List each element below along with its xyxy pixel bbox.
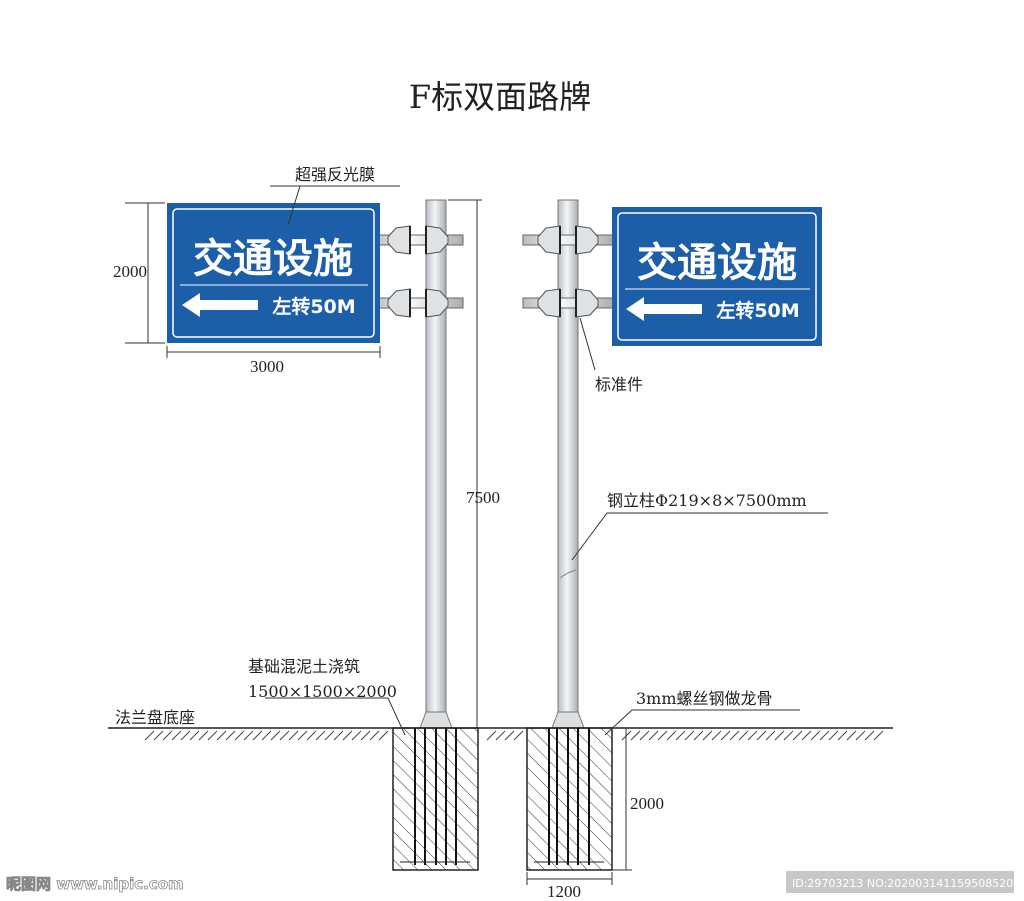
label-flange-base: 法兰盘底座 bbox=[115, 708, 195, 727]
sign-sub-text: 左转50M bbox=[716, 299, 799, 322]
sign-main-text: 交通设施 bbox=[637, 240, 797, 286]
label-rebar: 3mm螺丝钢做龙骨 bbox=[636, 689, 773, 708]
dim-sign-width: 3000 bbox=[250, 357, 284, 376]
label-reflective-film: 超强反光膜 bbox=[295, 165, 375, 184]
label-foundation: 基础混泥土浇筑 bbox=[248, 657, 360, 676]
dim-sign-height: 2000 bbox=[113, 262, 147, 281]
left-pole bbox=[425, 199, 447, 729]
left-flange bbox=[419, 711, 453, 729]
sign-sub-text: 左转50M bbox=[272, 295, 355, 318]
left-arrow-icon bbox=[626, 297, 702, 321]
ground-hatch bbox=[144, 730, 884, 741]
label-steel-column: 钢立柱Φ219×8×7500mm bbox=[607, 491, 807, 510]
watermark-left: 昵图网 www.nipic.com bbox=[6, 875, 184, 893]
right-foundation bbox=[526, 727, 613, 871]
left-bracket-bottom bbox=[372, 288, 464, 318]
watermark-right: ID:29703213 NO:20200314115950852000 bbox=[792, 877, 1024, 890]
dim-foundation-width: 1200 bbox=[547, 882, 581, 901]
dimension-lines bbox=[125, 185, 828, 885]
label-standard-part: 标准件 bbox=[595, 375, 643, 394]
right-sign: 交通设施 左转50M bbox=[612, 207, 822, 346]
dim-pole-height: 7500 bbox=[466, 488, 500, 507]
dim-foundation-depth: 2000 bbox=[630, 794, 664, 813]
sign-main-text: 交通设施 bbox=[193, 236, 353, 282]
left-bracket-top bbox=[372, 225, 464, 255]
page-title: F标双面路牌 bbox=[409, 78, 591, 116]
left-foundation bbox=[392, 727, 479, 871]
label-foundation-size: 1500×1500×2000 bbox=[248, 682, 397, 701]
watermark-box bbox=[786, 871, 1014, 893]
left-sign: 交通设施 左转50M bbox=[167, 203, 380, 343]
left-arrow-icon bbox=[182, 293, 258, 317]
right-pole bbox=[557, 199, 579, 729]
right-flange bbox=[551, 711, 585, 729]
